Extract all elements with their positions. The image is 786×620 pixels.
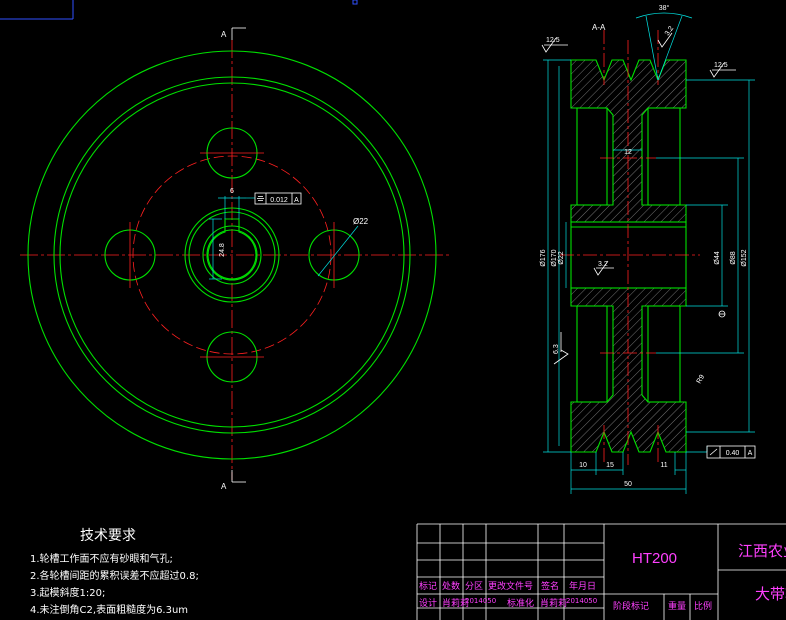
weight-label: 重量 [668,602,687,612]
dia-88-dim: Ø88 [730,251,737,264]
viewport-frame [0,0,74,20]
runout-frame [706,445,756,459]
notes-title: 技术要求 [80,528,136,544]
roughness-12-5-right: 12.5 [714,62,728,69]
key-height-dim: 24.8 [219,243,226,257]
material-label: HT200 [632,550,678,567]
tb-row1-cell: 更改文件号 [488,582,534,592]
section-view: A-A 38° 12.5 12.5 3.2 3.2 6.3 12 Ø176 Ø1… [540,4,756,494]
front-view: 6 24.8 0.012 A Ø22 A A [20,27,450,491]
runout-datum: A [748,450,753,457]
width-11-dim: 11 [660,462,667,469]
scale-label: 比例 [694,602,713,612]
note-item: 3.起模斜度1:20; [30,588,106,599]
organization-name: 江西农业 [738,542,786,560]
tb-row2-cell: 标准化 [507,599,535,609]
tb-row1-cell: 标记 [419,582,438,592]
corner-marker [352,0,358,5]
symmetry-tolerance-frame [254,192,302,205]
runout-value: 0.40 [726,450,740,457]
radius-9-dim: R9 [696,374,707,385]
dia-22-dim: Ø22 [558,251,565,264]
symmetry-tol-value: 0.012 [270,197,288,204]
groove-angle-dim: 38° [659,4,670,12]
tb-row1-cell: 年月日 [569,582,597,592]
width-50-dim: 50 [624,481,632,488]
roughness-3-2-top: 3.2 [664,25,675,37]
tb-row1-cell: 处数 [442,582,461,592]
tb-row2-cell: 2014050 [465,597,497,605]
note-item: 4.未注倒角C2,表面粗糙度为6.3um [30,605,189,616]
width-10-dim: 10 [579,462,587,469]
stage-mark-label: 阶段标记 [613,602,650,612]
tb-row1-cell: 签名 [541,582,560,592]
technical-notes: 技术要求 1.轮槽工作面不应有砂眼和气孔; 2.各轮槽间距的累积误差不应超过0.… [30,525,199,619]
dia-44-dim: Ø44 [714,251,721,264]
section-arrow-bottom-label: A [221,482,227,491]
tb-row2-cell: 肖莉莉 [442,599,470,609]
tb-row2-cell: 设计 [419,599,438,609]
note-item: 1.轮槽工作面不应有砂眼和气孔; [30,554,173,565]
roughness-3-2-mid: 3.2 [598,261,608,268]
width-15-dim: 15 [606,462,614,469]
dia-176-dim: Ø176 [540,249,547,266]
key-width-dim: 6 [230,188,234,195]
dia-170-dim: Ø170 [551,249,558,266]
title-block-grid [416,523,786,620]
roughness-12-5-left: 12.5 [546,37,560,44]
tb-row2-cell: 2014050 [566,597,598,605]
tb-row2-cell: 肖莉莉 [540,599,568,609]
hole-dia-dim: Ø22 [353,217,369,226]
section-label: A-A [592,23,606,32]
hub-width-dim: 12 [624,149,632,156]
roughness-6-3: 6.3 [553,344,560,354]
dia-152-dim: Ø152 [741,249,748,266]
section-arrow-top-label: A [221,30,227,39]
hole-dia-leader [317,225,359,277]
tb-row1-cell: 分区 [465,582,484,592]
symmetry-tol-datum: A [294,197,299,204]
part-name: 大带轮 [755,585,786,603]
note-item: 2.各轮槽间距的累积误差不应超过0.8; [30,571,199,582]
